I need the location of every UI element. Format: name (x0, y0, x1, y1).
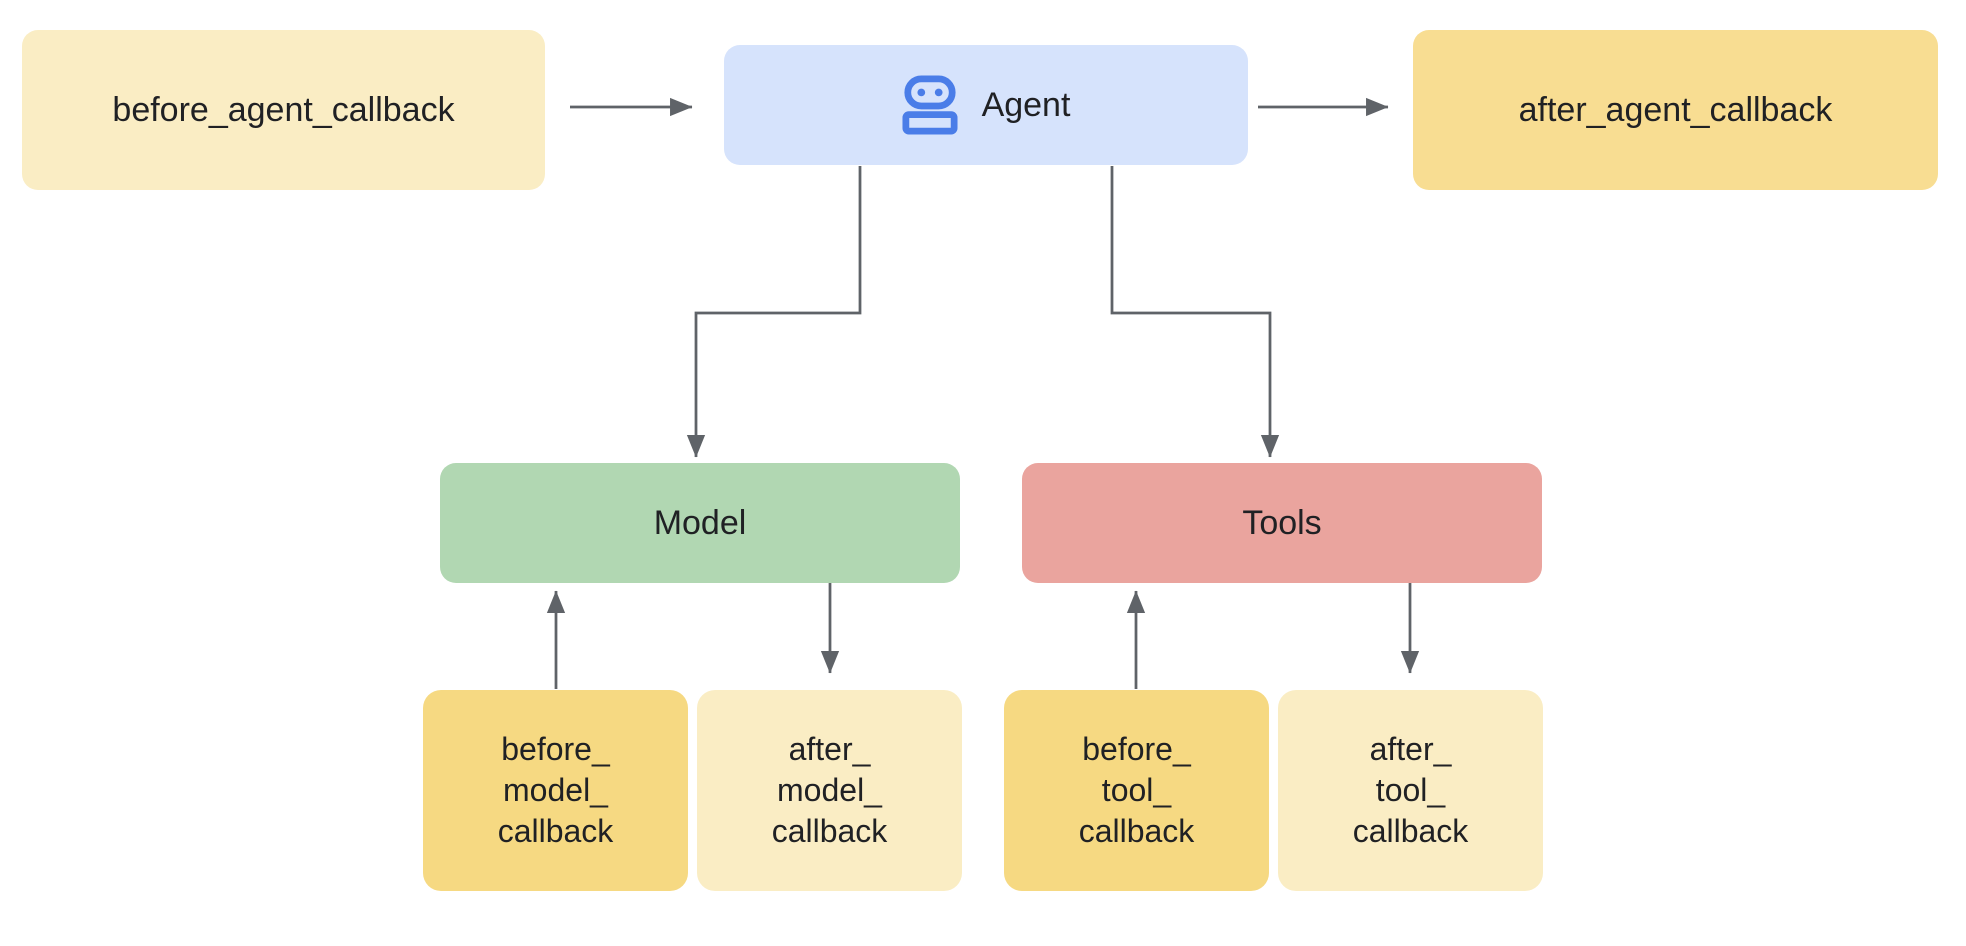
node-tools: Tools (1022, 463, 1542, 583)
node-after-agent-callback: after_agent_callback (1413, 30, 1938, 190)
after-agent-callback-label: after_agent_callback (1518, 90, 1833, 129)
node-before-agent-callback: before_agent_callback (22, 30, 545, 190)
model-label: Model (653, 503, 747, 542)
arrow-agent-to-model (686, 166, 862, 458)
before-model-callback-label: before_ model_ callback (497, 731, 614, 849)
node-after-tool-callback: after_ tool_ callback (1278, 690, 1543, 891)
arrow-agent-to-tools (1110, 166, 1280, 458)
node-after-model-callback: after_ model_ callback (697, 690, 962, 891)
before-agent-callback-label: before_agent_callback (112, 90, 455, 129)
after-tool-callback-label: after_ tool_ callback (1352, 731, 1469, 849)
before-tool-callback-label: before_ tool_ callback (1078, 731, 1195, 849)
node-before-model-callback: before_ model_ callback (423, 690, 688, 891)
node-agent: Agent (724, 45, 1248, 165)
agent-label: Agent (981, 85, 1071, 124)
robot-icon (902, 75, 958, 135)
after-model-callback-label: after_ model_ callback (771, 731, 888, 849)
node-model: Model (440, 463, 960, 583)
node-before-tool-callback: before_ tool_ callback (1004, 690, 1269, 891)
tools-label: Tools (1242, 503, 1322, 542)
